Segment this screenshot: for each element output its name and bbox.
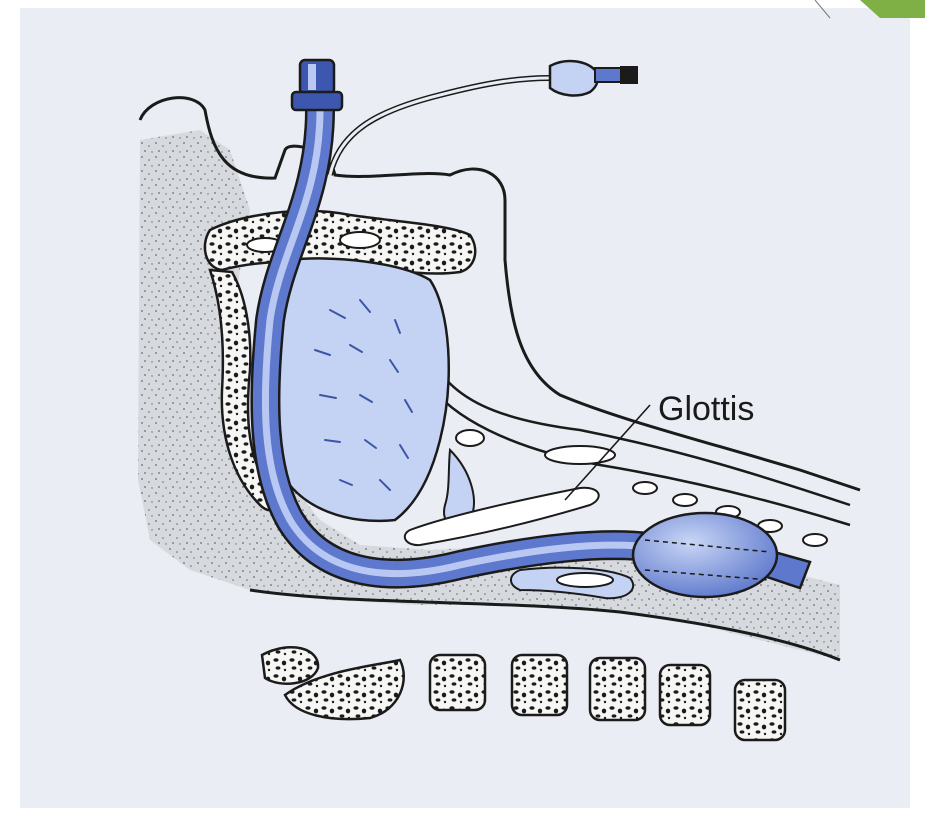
cricoid-inner bbox=[557, 573, 613, 587]
tongue bbox=[275, 258, 449, 520]
glottis-label: Glottis bbox=[658, 390, 754, 428]
teeth-lower bbox=[340, 232, 380, 248]
connector-icon bbox=[292, 60, 342, 110]
tube-cuff bbox=[633, 513, 777, 597]
hyoid-bone bbox=[456, 430, 484, 446]
